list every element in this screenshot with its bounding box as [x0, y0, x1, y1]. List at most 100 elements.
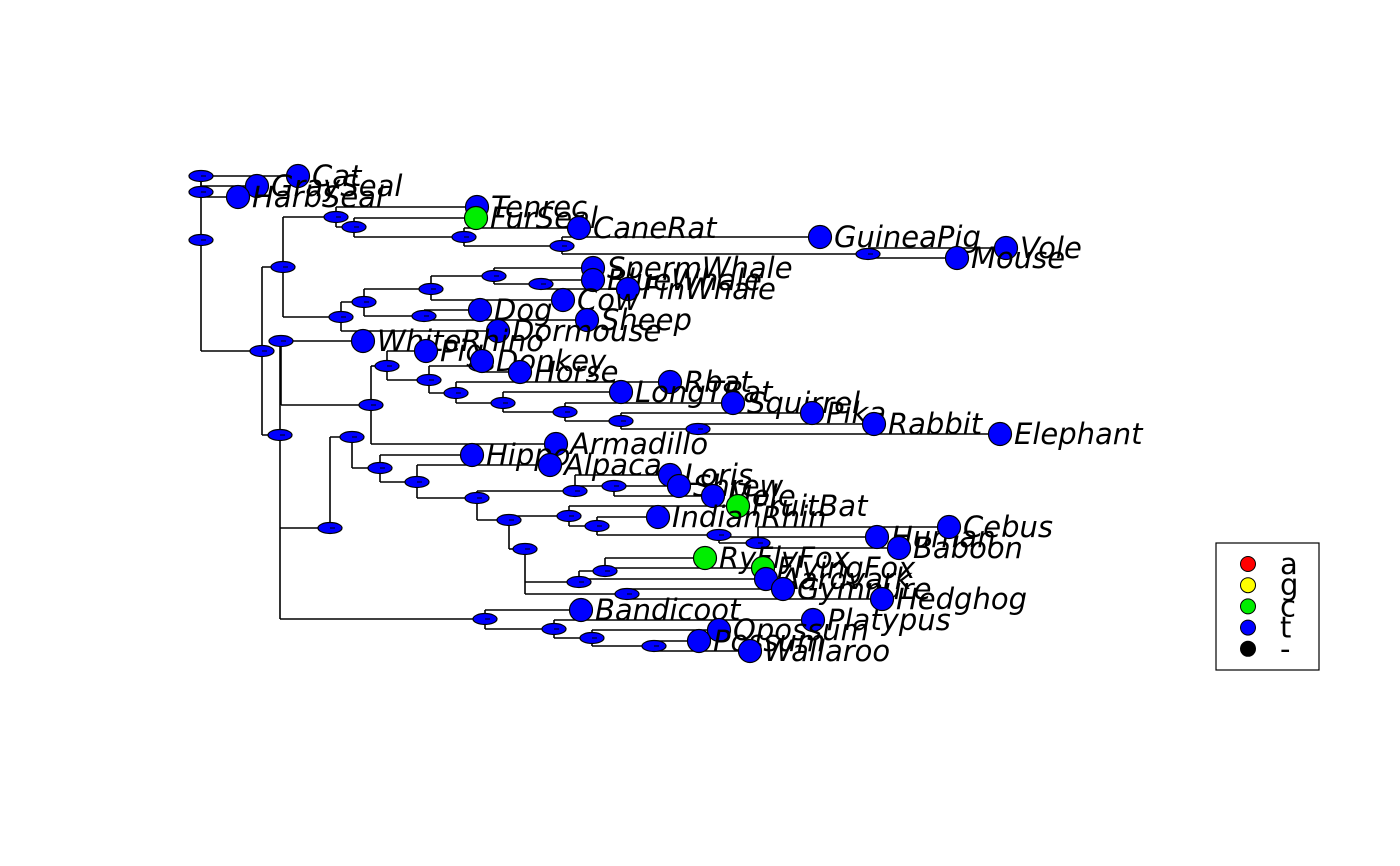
tip-label: Armadillo	[568, 427, 708, 461]
tip-label: CaneRat	[593, 211, 718, 245]
tip-alpaca: Alpaca	[537, 448, 662, 482]
tip-label: FruitBat	[752, 489, 869, 523]
internal-node-34	[496, 513, 522, 527]
legend-label: g	[1280, 568, 1298, 602]
internal-node-42	[614, 587, 640, 601]
tip-grayseal: GraySeal	[244, 169, 402, 203]
internal-node-36	[584, 519, 610, 533]
internal-node-39	[512, 542, 538, 556]
tip-state-marker	[244, 173, 270, 199]
internal-node-18	[358, 398, 384, 412]
tip-gymnure: Gymnure	[770, 572, 931, 606]
tip-label: GraySeal	[271, 169, 402, 203]
tip-state-marker	[485, 318, 511, 344]
tip-squirrel: Squirrel	[720, 386, 860, 420]
tip-state-marker	[507, 359, 533, 385]
tip-state-marker	[799, 400, 825, 426]
tip-label: Tenrec	[491, 190, 587, 224]
internal-node-13	[481, 269, 507, 283]
legend-swatch	[1240, 640, 1256, 657]
legend-label: c	[1280, 589, 1296, 623]
tip-state-marker	[886, 535, 912, 561]
tip-baboon: Baboon	[886, 531, 1023, 565]
tip-state-marker	[686, 628, 712, 654]
tip-finwhale: FinWhale	[615, 272, 776, 306]
tip-state-marker	[770, 576, 796, 602]
tip-label: Wallaroo	[764, 634, 890, 668]
tip-label: Dormouse	[512, 314, 661, 348]
tip-label: Cebus	[963, 510, 1053, 544]
tip-state-marker	[861, 411, 887, 437]
tip-state-marker	[568, 597, 594, 623]
tip-donkey: Donkey	[469, 344, 607, 378]
internal-node-3	[249, 344, 275, 358]
tip-label: Possum	[713, 624, 825, 658]
tip-label: Hedghog	[896, 582, 1027, 616]
legend-label: a	[1280, 547, 1298, 581]
tip-dormouse: Dormouse	[485, 314, 661, 348]
legend-item-gap: -	[1240, 632, 1290, 666]
tip-rbat: Rbat	[657, 365, 753, 399]
tip-spermwhale: SpermWhale	[580, 251, 793, 285]
tip-state-marker	[869, 586, 895, 612]
tip-cat: Cat	[285, 159, 363, 193]
tip-state-marker	[580, 267, 606, 293]
internal-node-37	[706, 528, 732, 542]
tip-state-marker	[225, 184, 251, 210]
tip-state-marker	[574, 307, 600, 333]
tip-state-marker	[285, 163, 311, 189]
tip-label: Gymnure	[797, 572, 931, 606]
tip-state-marker	[657, 369, 683, 395]
legend-swatch	[1240, 577, 1256, 594]
legend-item-t: t	[1240, 611, 1291, 645]
tip-cow: Cow	[550, 283, 639, 317]
tip-state-marker	[645, 504, 671, 530]
internal-node-30	[404, 475, 430, 489]
tip-state-marker	[467, 297, 493, 323]
tip-label: Rabbit	[888, 407, 984, 441]
tip-harbseal: HarbSeal	[225, 180, 384, 214]
tip-label: RyFlyFox	[719, 541, 851, 575]
tip-state-marker	[350, 328, 376, 354]
tip-label: LongTBat	[635, 375, 774, 409]
internal-node-22	[443, 386, 469, 400]
tip-label: Elephant	[1014, 417, 1144, 451]
tip-state-marker	[537, 452, 563, 478]
tip-hedghog: Hedghog	[869, 582, 1027, 616]
tip-horse: Horse	[507, 355, 618, 389]
internal-node-2	[188, 185, 214, 199]
tip-state-marker	[459, 442, 485, 468]
tip-state-marker	[864, 524, 890, 550]
legend-label: t	[1280, 611, 1291, 645]
internal-node-31	[464, 491, 490, 505]
tip-label: WhiteRhino	[377, 324, 544, 358]
internal-node-15	[411, 309, 437, 323]
legend-box	[1215, 542, 1320, 671]
internal-node-43	[472, 612, 498, 626]
tip-platypus: Platypus	[800, 603, 951, 637]
tip-state-marker	[706, 617, 732, 643]
tip-label: SpermWhale	[607, 251, 793, 285]
tip-state-marker	[463, 205, 489, 231]
internal-node-33	[601, 479, 627, 493]
tip-state-marker	[993, 235, 1019, 261]
internal-node-6	[341, 220, 367, 234]
internal-node-35	[556, 509, 582, 523]
tip-possum: Possum	[686, 624, 825, 658]
internal-node-32	[562, 484, 588, 498]
internal-node-26	[685, 422, 711, 436]
tip-ryflyfox: RyFlyFox	[692, 541, 851, 575]
legend-item-c: c	[1240, 589, 1296, 623]
tip-sheep: Sheep	[574, 303, 692, 337]
internal-node-12	[418, 282, 444, 296]
tip-state-marker	[720, 390, 746, 416]
tip-canerat: CaneRat	[566, 211, 718, 245]
tip-fruitbat: FruitBat	[725, 489, 869, 523]
tip-label: IndianRhin	[672, 500, 827, 534]
tip-state-marker	[413, 338, 439, 364]
tip-label: Platypus	[827, 603, 951, 637]
legend-label: -	[1280, 632, 1290, 666]
